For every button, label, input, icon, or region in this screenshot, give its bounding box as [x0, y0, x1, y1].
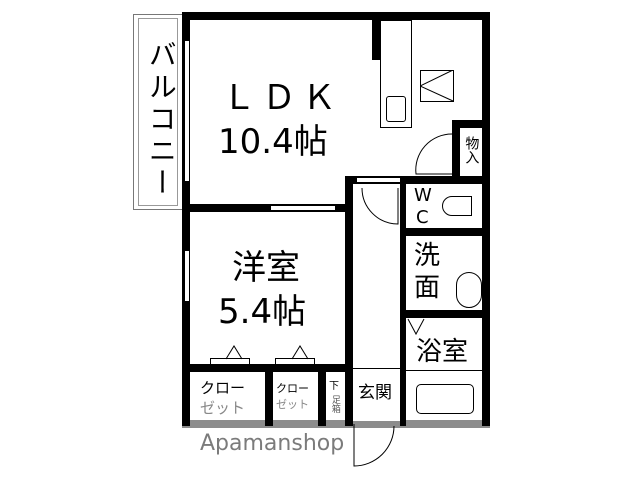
- ldk-size: 10.4帖: [218, 122, 328, 162]
- washbasin-icon: [456, 272, 482, 308]
- wall: [182, 12, 190, 426]
- entrance-door-arc-icon: [353, 424, 395, 467]
- closet2-area: [273, 372, 318, 420]
- shoe-box-label-2: 足箱: [329, 395, 340, 413]
- washroom-label-2: 面: [414, 273, 441, 303]
- closet1-area: [190, 372, 265, 420]
- ldk-label: ＬＤＫ: [222, 78, 342, 118]
- wc-label-2: C: [416, 207, 429, 228]
- western-room-size: 5.4帖: [218, 292, 307, 332]
- door-marker-icon: [291, 345, 309, 360]
- watermark: Apamanshop: [200, 431, 345, 456]
- wall: [452, 120, 460, 180]
- bathtub-icon: [416, 384, 474, 414]
- shoe-box-area: [326, 372, 345, 420]
- stove-icon: [420, 70, 454, 102]
- closet2-label-1: クロー: [276, 382, 309, 395]
- wall: [400, 176, 406, 426]
- wall: [182, 12, 490, 20]
- balcony-label: バルコニー: [144, 40, 178, 200]
- wc-label-1: W: [414, 185, 432, 206]
- shoe-box-label-1: 下: [329, 381, 339, 392]
- entrance-label: 玄関: [358, 383, 392, 403]
- sliding-door: [270, 205, 336, 211]
- closet2-label-2: ゼット: [276, 398, 309, 411]
- entrance-area: [353, 368, 400, 421]
- wall: [400, 228, 490, 236]
- storage-label: 物入: [463, 136, 480, 164]
- door-arc-icon: [415, 133, 453, 175]
- window: [184, 250, 190, 302]
- wall: [372, 18, 380, 60]
- western-room-label: 洋室: [232, 248, 300, 288]
- closet-door: [275, 358, 315, 365]
- closet1-label-1: クロー: [200, 379, 246, 397]
- wall: [318, 364, 326, 426]
- sink-icon: [386, 96, 406, 122]
- wall: [452, 120, 490, 128]
- sliding-door: [356, 177, 402, 183]
- door-arc-icon: [361, 187, 399, 225]
- bathroom-label: 浴室: [416, 337, 469, 367]
- wall: [345, 176, 490, 184]
- closet-door: [210, 358, 250, 365]
- toilet-icon: [442, 196, 472, 216]
- door-marker-icon: [407, 318, 425, 336]
- wall: [265, 364, 273, 426]
- washroom-label-1: 洗: [414, 241, 441, 271]
- closet1-label-2: ゼット: [200, 399, 246, 417]
- door-marker-icon: [225, 345, 243, 360]
- bath-divider: [406, 370, 482, 371]
- wall: [482, 12, 490, 426]
- balcony-inner: [138, 18, 178, 206]
- window: [184, 40, 190, 182]
- wall: [400, 310, 490, 318]
- wall: [182, 204, 352, 212]
- wall: [345, 176, 353, 426]
